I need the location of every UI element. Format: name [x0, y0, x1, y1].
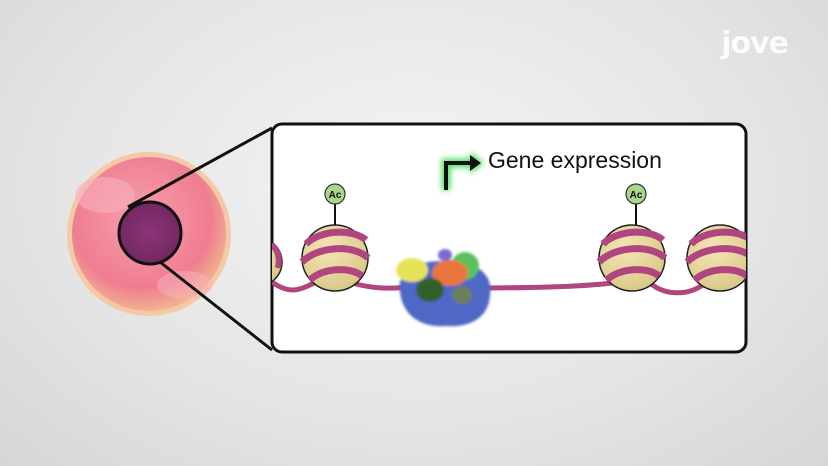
nucleosome-2 [596, 224, 668, 292]
nucleosome-left-partial [272, 237, 283, 287]
acetyl-marker-2: Ac [625, 183, 647, 225]
nucleus [117, 200, 183, 266]
transcription-complex [396, 249, 491, 327]
acetyl-marker-1: Ac [324, 183, 346, 225]
gene-expression-label: Gene expression [488, 147, 662, 173]
acetyl-label-2: Ac [630, 190, 643, 201]
gene-expression-arrow-icon [441, 152, 484, 190]
jove-logo: jove [721, 26, 789, 61]
nucleosome-3 [684, 224, 746, 292]
acetyl-label-1: Ac [329, 190, 342, 201]
nucleosome-1 [299, 224, 371, 292]
zoom-lines [127, 126, 273, 352]
